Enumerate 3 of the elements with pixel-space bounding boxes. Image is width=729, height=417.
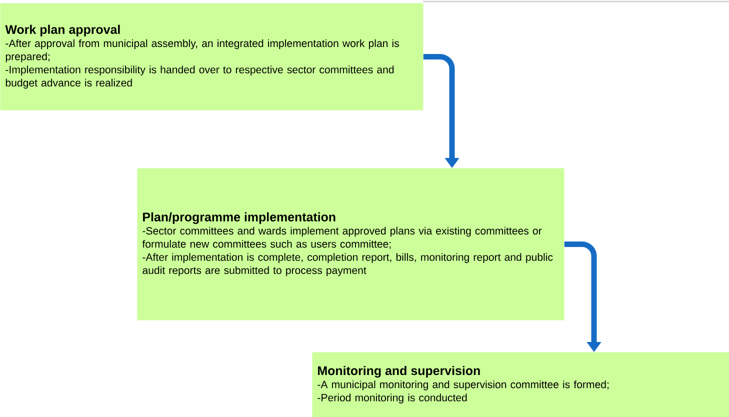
process-box: Plan/programme implementation -Sector committees and wards implement approved plans via existing committees or formulate new committees such as users committee; -After implementation is complete, completion report, bills, monitoring report and public audit reports are submitted to process payment: [137, 168, 564, 320]
process-box: Work plan approval -After approval from municipal assembly, an integrated implementation work plan is prepared; -Implementation responsibility is handed over to respective sector committees and budget advance is realized: [0, 3, 424, 110]
process-box: Monitoring and supervision -A municipal monitoring and supervision committee is formed; -Period monitoring is conducted: [312, 352, 729, 417]
